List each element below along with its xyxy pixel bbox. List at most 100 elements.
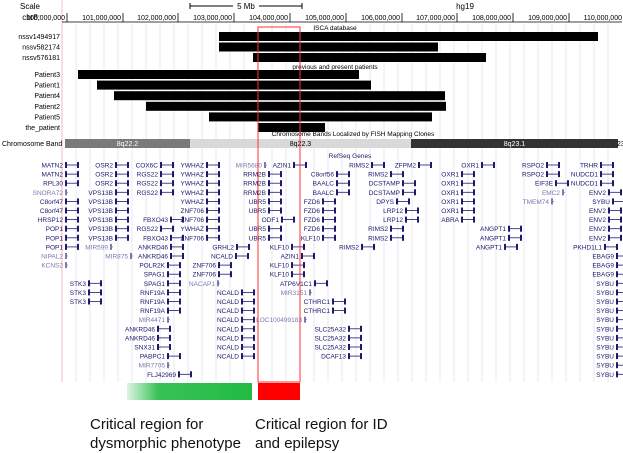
band-label: 8q23.1 xyxy=(504,141,526,148)
gene-label: RRM2B xyxy=(243,190,266,197)
ruler-tick-label: 101,000,000 xyxy=(82,15,121,22)
patient-track-label: the_patient xyxy=(25,125,60,132)
gene-exon xyxy=(293,162,295,168)
gene-exon xyxy=(253,353,255,360)
gene-label: ANKRD46 xyxy=(138,244,168,251)
gene-exon xyxy=(172,171,174,178)
patient-track-label: Patient5 xyxy=(34,114,60,121)
gene-exon xyxy=(167,353,169,360)
gene-exon xyxy=(179,271,181,278)
gene-label: DCAF13 xyxy=(321,354,346,361)
gene-label: POP1 xyxy=(46,235,64,242)
gene-label: KCNS2 xyxy=(41,263,63,270)
gene-label: RPL30 xyxy=(43,181,63,188)
gene-exon xyxy=(179,262,181,269)
gene-exon xyxy=(390,225,392,232)
gene-label: OXR1 xyxy=(441,172,459,179)
gene-exon xyxy=(253,344,255,350)
gene-exon xyxy=(520,234,522,241)
gene-exon xyxy=(291,243,293,250)
ruler-tick-label: 102,000,000 xyxy=(137,15,176,22)
gene-label: CTHRC1 xyxy=(304,308,331,315)
gene-label: ENV2 xyxy=(589,226,606,233)
gene-label: ANKRD46 xyxy=(125,335,155,342)
gene-exon xyxy=(218,180,220,187)
refseq-title: RefSeq Genes xyxy=(329,153,372,160)
gene-exon xyxy=(336,180,338,187)
gene-exon xyxy=(169,325,171,332)
gene-exon xyxy=(157,344,159,350)
gene-exon xyxy=(218,225,220,232)
gene-exon xyxy=(182,234,184,241)
gene-exon xyxy=(616,262,618,269)
gene-exon xyxy=(169,334,171,341)
gene-exon xyxy=(77,234,79,241)
gene-exon xyxy=(170,216,172,223)
gene-label: SPAG1 xyxy=(144,281,166,288)
gene-exon xyxy=(620,225,622,232)
gene-exon xyxy=(616,371,618,378)
gene-exon xyxy=(77,225,79,232)
gene-exon xyxy=(281,216,283,223)
ruler-tick-label: 100,000,000 xyxy=(26,15,65,22)
gene-exon xyxy=(127,180,129,187)
gene-label: ATP6V1C1 xyxy=(280,281,312,288)
gene-label: MIR7705 xyxy=(139,363,166,370)
gene-label: ANKRD46 xyxy=(125,326,155,333)
gene-exon xyxy=(247,253,249,259)
gene-exon xyxy=(555,180,557,187)
gene-exon xyxy=(402,180,404,187)
gene-exon xyxy=(322,216,324,223)
gene-exon xyxy=(127,171,129,178)
gene-exon xyxy=(360,334,362,341)
gene-label: STK3 xyxy=(70,299,87,306)
gene-label: SYBU xyxy=(592,199,610,206)
gene-label: ANGPT1 xyxy=(480,235,506,242)
ruler-tick-label: 108,000,000 xyxy=(472,15,511,22)
gene-exon xyxy=(303,262,305,269)
gene-exon xyxy=(473,207,475,214)
gene-exon xyxy=(167,307,169,314)
gene-exon xyxy=(558,171,560,178)
gene-exon xyxy=(268,171,270,178)
gene-exon xyxy=(558,162,560,168)
gene-exon xyxy=(65,207,67,214)
gene-exon xyxy=(77,207,79,214)
gene-label: MIR5680 xyxy=(236,163,263,170)
gene-exon xyxy=(253,316,255,323)
gene-exon xyxy=(127,189,129,196)
gene-exon xyxy=(110,243,112,250)
gene-exon xyxy=(65,243,67,250)
band-segment xyxy=(65,139,190,148)
gene-label: ENV2 xyxy=(589,217,606,224)
gene-label: SYBU xyxy=(596,372,614,379)
patient-track-bar xyxy=(146,101,446,111)
gene-exon xyxy=(115,180,117,187)
caption-id-epilepsy: Critical region for ID and epilepsy xyxy=(255,416,388,452)
gene-label: BAALC xyxy=(313,181,335,188)
gene-label: SYBU xyxy=(596,308,614,315)
gene-exon xyxy=(179,298,181,305)
gene-label: RRM2B xyxy=(243,181,266,188)
gene-exon xyxy=(206,207,208,214)
ruler-tick-label: 106,000,000 xyxy=(361,15,400,22)
gene-label: VPS13B xyxy=(88,190,113,197)
gene-exon xyxy=(616,280,618,287)
gene-exon xyxy=(115,216,117,223)
gene-exon xyxy=(616,243,618,250)
gene-exon xyxy=(430,162,432,168)
gene-exon xyxy=(304,316,306,323)
gene-label: RIMS2 xyxy=(368,235,388,242)
gene-label: RGS22 xyxy=(137,181,159,188)
gene-exon xyxy=(241,289,243,296)
gene-label: NACAP1 xyxy=(189,281,215,288)
gene-exon xyxy=(332,307,334,314)
gene-label: GRHL2 xyxy=(212,244,234,251)
gene-exon xyxy=(77,180,79,187)
gene-exon xyxy=(461,207,463,214)
gene-label: C8orf56 xyxy=(311,172,335,179)
gene-exon xyxy=(473,180,475,187)
gene-label: RGS22 xyxy=(137,172,159,179)
patient-track-bar xyxy=(114,91,445,101)
